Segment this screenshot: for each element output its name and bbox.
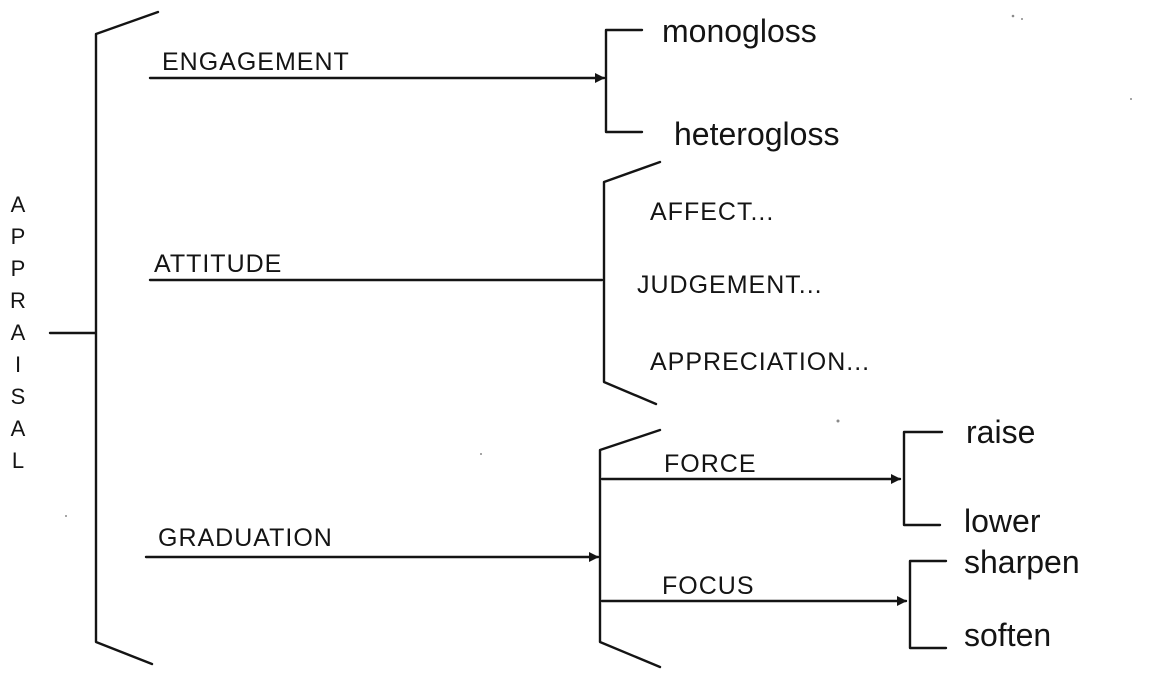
attitude-option-judgement: JUDGEMENT... bbox=[637, 271, 823, 299]
root-label: A P P R A I S A L bbox=[10, 192, 26, 473]
root-letter: I bbox=[15, 352, 21, 377]
root-simultaneous-bracket bbox=[94, 10, 160, 666]
root-letter: P bbox=[11, 256, 26, 281]
engagement-option-heterogloss: heterogloss bbox=[674, 116, 839, 152]
graduation-simultaneous-bracket bbox=[598, 428, 662, 669]
attitude-label: ATTITUDE bbox=[154, 250, 282, 278]
root-letter: S bbox=[11, 384, 26, 409]
root-letter: A bbox=[11, 416, 26, 441]
attitude-option-affect: AFFECT... bbox=[650, 198, 774, 226]
force-option-raise: raise bbox=[966, 414, 1035, 450]
focus-choice-bracket bbox=[908, 559, 948, 650]
root-letter: L bbox=[12, 448, 24, 473]
engagement-option-monogloss: monogloss bbox=[662, 13, 817, 49]
root-letter: P bbox=[11, 224, 26, 249]
focus-label: FOCUS bbox=[662, 572, 755, 600]
scan-specks bbox=[65, 14, 1132, 517]
root-letter: A bbox=[11, 192, 26, 217]
engagement-choice-bracket bbox=[604, 28, 644, 134]
focus-option-soften: soften bbox=[964, 617, 1051, 653]
graduation-label: GRADUATION bbox=[158, 524, 333, 552]
force-label: FORCE bbox=[664, 450, 757, 478]
attitude-option-appreciation: APPRECIATION... bbox=[650, 348, 870, 376]
root-letter: A bbox=[11, 320, 26, 345]
engagement-label: ENGAGEMENT bbox=[162, 48, 350, 76]
force-option-lower: lower bbox=[964, 503, 1041, 539]
focus-option-sharpen: sharpen bbox=[964, 544, 1080, 580]
force-choice-bracket bbox=[902, 430, 944, 527]
root-letter: R bbox=[10, 288, 26, 313]
attitude-simultaneous-bracket bbox=[602, 160, 662, 406]
